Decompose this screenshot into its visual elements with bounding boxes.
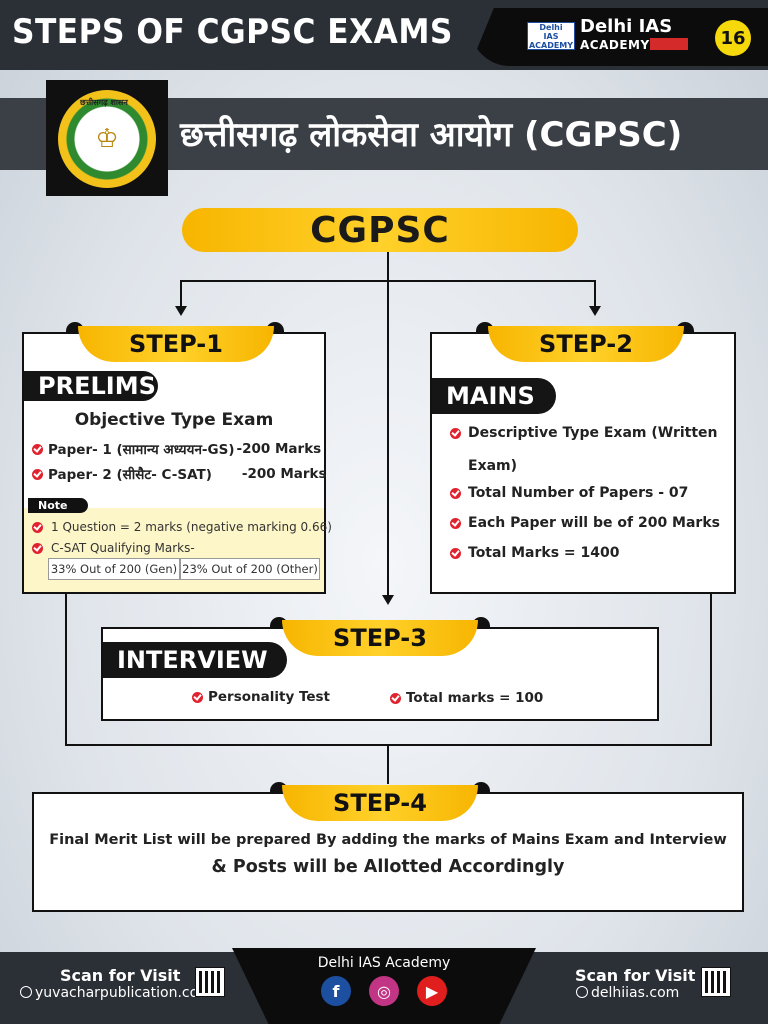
brand-logo-line3: ACADEMY [528, 40, 574, 50]
check-icon [32, 542, 43, 554]
arrow-step3 [382, 595, 394, 605]
footer-right-title: Scan for Visit [575, 966, 696, 985]
step4-line1: Final Merit List will be prepared By add… [49, 832, 727, 848]
mains-item-1-text-cont: Exam) [468, 458, 518, 474]
note-text-2: C-SAT Qualifying Marks- [51, 541, 195, 555]
mains-item-4-text: Total Marks = 1400 [468, 545, 620, 561]
mains-item-1-cont: Exam) [468, 455, 517, 474]
globe-icon [20, 986, 32, 998]
interview-item-2-text: Total marks = 100 [406, 690, 544, 706]
footer-left-url-row[interactable]: yuvacharpublication.com [20, 985, 212, 1001]
connector-right-down [710, 592, 712, 746]
mains-item-1-text: Descriptive Type Exam (Written [468, 425, 718, 441]
footer-center-title: Delhi IAS Academy [317, 955, 451, 971]
connector-step4 [387, 744, 389, 784]
brand-sub: ACADEMY [580, 38, 650, 52]
facebook-icon[interactable]: f [321, 976, 351, 1006]
footer-right-url-row[interactable]: delhiias.com [576, 985, 679, 1001]
check-icon [32, 468, 43, 480]
check-icon [450, 427, 461, 439]
youtube-icon[interactable]: ▶ [417, 976, 447, 1006]
paper1-row: Paper- 1 (सामान्य अध्ययन-GS) -200 Marks [32, 440, 321, 458]
cgpsc-pill: CGPSC [182, 208, 578, 252]
check-icon [450, 487, 461, 499]
note-label: Note [28, 498, 88, 513]
brand-tagline-badge [650, 38, 688, 50]
page-title: STEPS OF CGPSC EXAMS [12, 12, 453, 52]
interview-item-1-text: Personality Test [208, 689, 331, 705]
connector-right [594, 280, 596, 308]
qualifying-table: 33% Out of 200 (Gen) 23% Out of 200 (Oth… [48, 558, 320, 580]
note-row-1: 1 Question = 2 marks (negative marking 0… [32, 520, 332, 534]
brand-name: Delhi IAS [580, 16, 673, 37]
connector-left-down [65, 592, 67, 746]
footer-left-title: Scan for Visit [60, 966, 181, 985]
instagram-icon[interactable]: ◎ [369, 976, 399, 1006]
qr-code-right-icon[interactable] [701, 967, 731, 997]
page-number-badge: 16 [715, 20, 751, 56]
mains-item-1: Descriptive Type Exam (Written [450, 425, 718, 441]
step2-tab: STEP-2 [488, 326, 684, 362]
interview-label: INTERVIEW [103, 642, 287, 678]
brand-logo: Delhi IAS ACADEMY [527, 22, 575, 50]
interview-item-1: Personality Test [192, 689, 330, 705]
step1-heading: Objective Type Exam [74, 410, 274, 430]
check-icon [450, 547, 461, 559]
note-text-1: 1 Question = 2 marks (negative marking 0… [51, 520, 332, 534]
step4-line2: & Posts will be Allotted Accordingly [211, 857, 565, 877]
emblem-text: छत्तीसगढ़ शासन [80, 98, 128, 107]
qualifying-gen: 33% Out of 200 (Gen) [48, 558, 180, 580]
footer-left-url[interactable]: yuvacharpublication.com [35, 985, 212, 1001]
check-icon [32, 443, 43, 455]
check-icon [450, 517, 461, 529]
org-title: छत्तीसगढ़ लोकसेवा आयोग (CGPSC) [180, 115, 683, 155]
lion-capital-icon: ♔ [85, 117, 129, 161]
check-icon [390, 692, 401, 704]
connector-center [387, 252, 389, 597]
mains-item-4: Total Marks = 1400 [450, 545, 620, 561]
qr-code-left-icon[interactable] [195, 967, 225, 997]
paper1-marks: -200 Marks [236, 441, 322, 457]
step3-tab: STEP-3 [282, 620, 478, 656]
check-icon [32, 521, 43, 533]
step2-box [430, 332, 736, 594]
mains-label: MAINS [432, 378, 556, 414]
paper2-row: Paper- 2 (सीसैट- C-SAT) -200 Marks [32, 465, 327, 483]
connector-horizontal [180, 280, 596, 282]
mains-item-2: Total Number of Papers - 07 [450, 485, 688, 501]
state-emblem-icon: ♔ [58, 90, 156, 188]
interview-item-2: Total marks = 100 [390, 690, 543, 706]
mains-item-3-text: Each Paper will be of 200 Marks [468, 515, 720, 531]
qualifying-other: 23% Out of 200 (Other) [180, 558, 320, 580]
paper2-marks: -200 Marks [241, 466, 327, 482]
brand-logo-line1: Delhi [539, 22, 563, 32]
globe-icon [576, 986, 588, 998]
mains-item-3: Each Paper will be of 200 Marks [450, 515, 720, 531]
note-row-2: C-SAT Qualifying Marks- [32, 541, 195, 555]
check-icon [192, 691, 203, 703]
brand-logo-line2: IAS [543, 31, 559, 41]
paper1-name: Paper- 1 (सामान्य अध्ययन-GS) [48, 442, 235, 458]
connector-left [180, 280, 182, 308]
prelims-label: PRELIMS [24, 371, 158, 401]
paper2-name: Paper- 2 (सीसैट- C-SAT) [48, 467, 212, 483]
footer-right-url[interactable]: delhiias.com [591, 985, 680, 1001]
step4-tab: STEP-4 [282, 785, 478, 821]
mains-item-2-text: Total Number of Papers - 07 [468, 485, 689, 501]
step1-tab: STEP-1 [78, 326, 274, 362]
arrow-step1 [175, 306, 187, 316]
arrow-step2 [589, 306, 601, 316]
